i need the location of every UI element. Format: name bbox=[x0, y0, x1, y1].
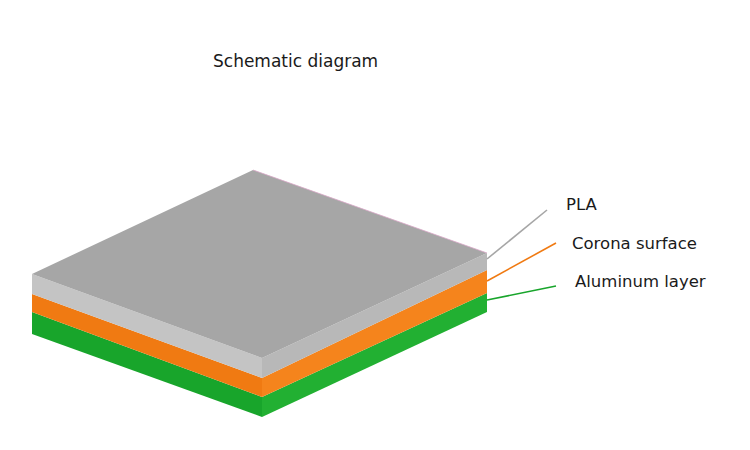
layer-label: Corona surface bbox=[572, 234, 697, 254]
pla-leader-line bbox=[487, 210, 547, 259]
layer-label: Aluminum layer bbox=[575, 272, 706, 292]
corona-leader-line bbox=[487, 243, 556, 281]
aluminum-leader-line bbox=[487, 286, 556, 300]
pla-top-face bbox=[32, 170, 487, 358]
diagram-title: Schematic diagram bbox=[213, 51, 378, 71]
layer-label: PLA bbox=[566, 195, 597, 215]
top-edge bbox=[253, 170, 487, 253]
